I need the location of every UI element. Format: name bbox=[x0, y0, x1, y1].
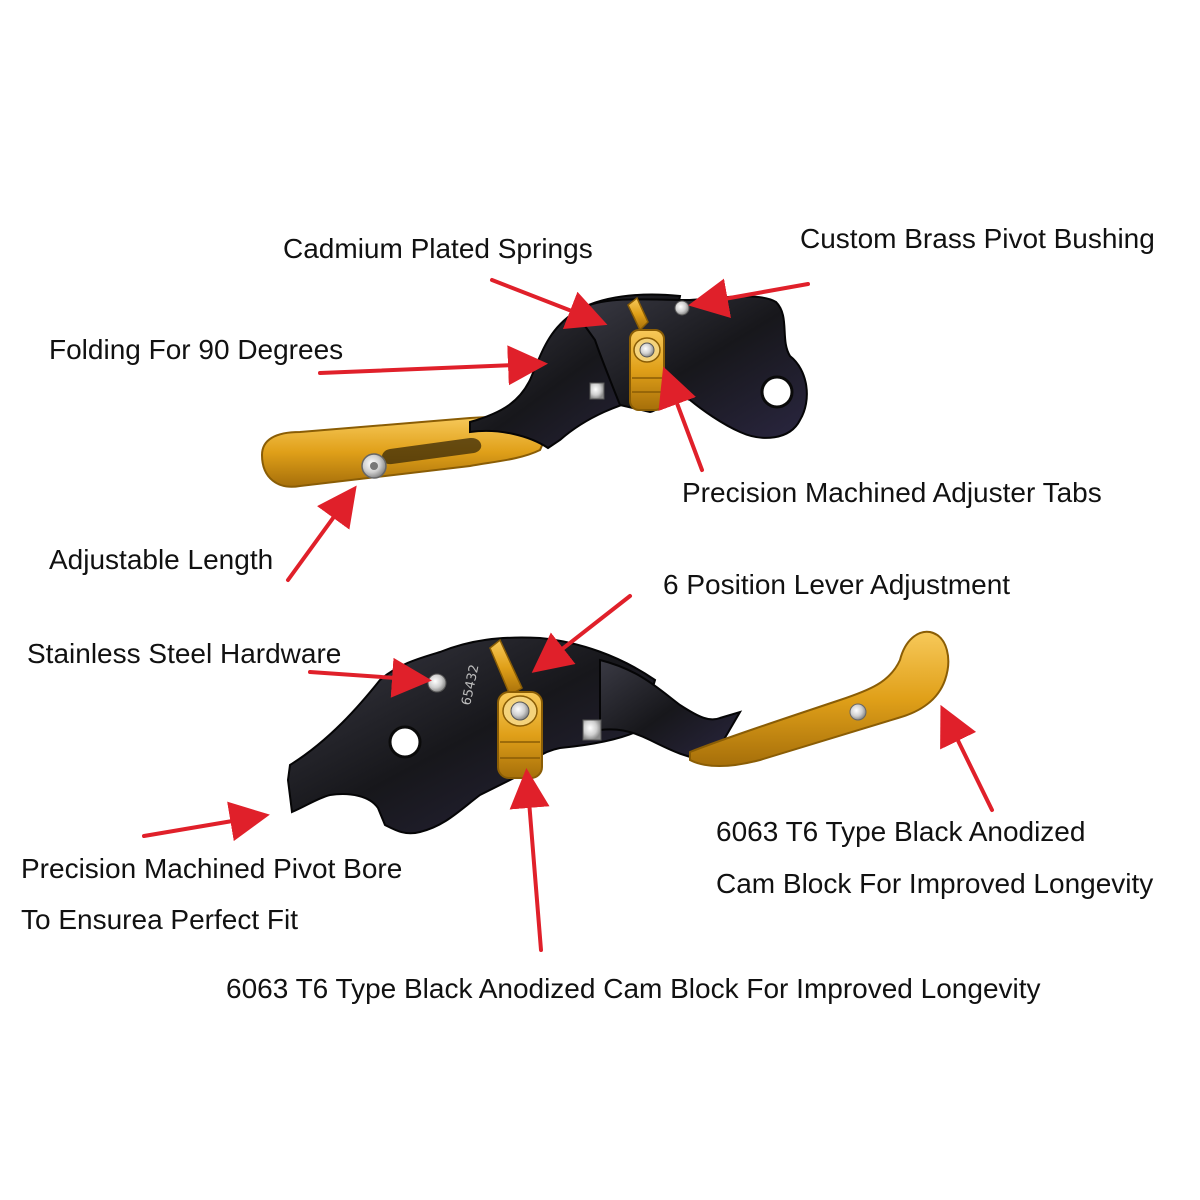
top-lever bbox=[260, 293, 808, 488]
bottom-lever: 65432 bbox=[286, 630, 950, 835]
label-cam-block-bottom: 6063 T6 Type Black Anodized Cam Block Fo… bbox=[226, 973, 1041, 1004]
label-adjustable-length: Adjustable Length bbox=[49, 544, 274, 575]
top-lever-cap-screw bbox=[639, 342, 655, 358]
top-lever-body bbox=[573, 295, 808, 439]
annotation-arrows bbox=[142, 278, 994, 952]
bottom-lever-cap-screw bbox=[510, 701, 530, 721]
bottom-lever-pivot-bore bbox=[388, 725, 422, 759]
arrow-cam-block-bottom bbox=[509, 768, 550, 952]
label-pivot-bore-line2: To Ensurea Perfect Fit bbox=[21, 904, 299, 935]
bottom-lever-blade-screw bbox=[849, 703, 867, 721]
bottom-lever-adjuster-tab bbox=[489, 638, 523, 697]
label-cam-block-right-line2: Cam Block For Improved Longevity bbox=[716, 868, 1154, 899]
bottom-lever-gold-blade bbox=[689, 630, 950, 767]
label-pivot-bore-line1: Precision Machined Pivot Bore bbox=[21, 853, 403, 884]
label-cam-block-right-line1: 6063 T6 Type Black Anodized bbox=[716, 816, 1086, 847]
top-lever-length-slot bbox=[381, 437, 482, 465]
arrow-position bbox=[531, 594, 632, 673]
top-lever-bushing-screw bbox=[674, 300, 690, 316]
label-stainless-hardware: Stainless Steel Hardware bbox=[27, 638, 342, 669]
label-adjuster-tabs: Precision Machined Adjuster Tabs bbox=[682, 477, 1102, 508]
label-cadmium-springs: Cadmium Plated Springs bbox=[283, 233, 593, 264]
bottom-lever-black-arm bbox=[599, 658, 743, 762]
arrow-cam-block-right bbox=[940, 704, 994, 812]
top-lever-adjuster-tab bbox=[627, 296, 649, 332]
bottom-lever-hardware-screw bbox=[427, 673, 447, 693]
arrow-folding bbox=[318, 345, 548, 386]
arrow-length bbox=[286, 485, 357, 582]
arrow-pivot-bore bbox=[142, 801, 270, 842]
arrow-adjuster-tabs bbox=[658, 366, 704, 472]
label-folding: Folding For 90 Degrees bbox=[49, 334, 344, 365]
label-position-adjustment: 6 Position Lever Adjustment bbox=[663, 569, 1011, 600]
arrow-bushing bbox=[688, 278, 810, 319]
label-brass-bushing: Custom Brass Pivot Bushing bbox=[800, 223, 1155, 254]
arrow-hardware bbox=[308, 657, 432, 698]
top-lever-pivot-bore bbox=[760, 375, 794, 409]
arrow-springs bbox=[490, 278, 608, 330]
